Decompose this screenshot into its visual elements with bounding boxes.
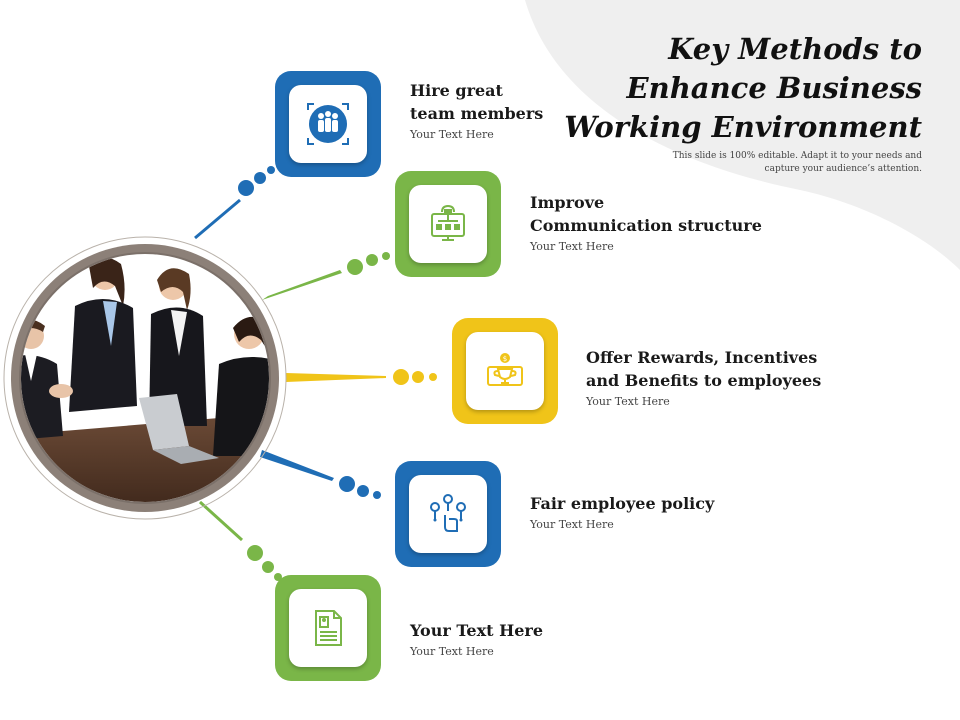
heading-line: team members <box>410 104 544 123</box>
item-4-subtext: Your Text Here <box>530 518 614 531</box>
subtitle-line: capture your audience’s attention. <box>764 164 922 174</box>
dots-2 <box>347 252 390 275</box>
heading-line: Offer Rewards, Incentives <box>586 348 818 367</box>
item-2-subtext: Your Text Here <box>530 240 614 253</box>
item-5-box <box>275 575 381 681</box>
team-icon <box>307 103 349 145</box>
photo-circle <box>3 236 287 520</box>
item-3-subtext: Your Text Here <box>586 395 670 408</box>
dots-4 <box>339 476 381 499</box>
dots-1 <box>238 166 275 196</box>
item-5-heading: Your Text Here <box>410 619 543 642</box>
svg-text:$: $ <box>503 355 507 363</box>
item-1-heading: Hire great team members <box>410 79 543 125</box>
gray-corner-shape <box>525 0 960 270</box>
connector-wedge <box>286 373 386 382</box>
connector-wedge <box>260 450 334 481</box>
connector-wedge <box>262 270 342 300</box>
title-line: Enhance Business <box>626 71 922 105</box>
heading-line: Fair employee policy <box>530 494 715 513</box>
item-1-box <box>275 71 381 177</box>
document-icon <box>315 610 342 646</box>
item-3-icon-card: $ <box>466 332 544 410</box>
connector-line <box>198 500 244 542</box>
dots-5 <box>247 545 282 581</box>
page-title: Key Methods to Enhance Business Working … <box>502 30 922 147</box>
trophy-icon: $ <box>487 353 523 386</box>
page-subtitle: This slide is 100% editable. Adapt it to… <box>622 150 922 176</box>
item-3-heading: Offer Rewards, Incentives and Benefits t… <box>586 346 821 392</box>
business-meeting-photo <box>3 236 287 520</box>
item-3-box: $ <box>452 318 558 424</box>
connector-line <box>194 198 241 240</box>
item-4-icon-card <box>409 475 487 553</box>
item-5-icon-card <box>289 589 367 667</box>
item-2-heading: Improve Communication structure <box>530 191 762 237</box>
network-icon <box>431 204 465 241</box>
item-4-heading: Fair employee policy <box>530 492 714 515</box>
subtitle-line: This slide is 100% editable. Adapt it to… <box>672 151 922 161</box>
title-line: Key Methods to <box>668 32 922 66</box>
title-line: Working Environment <box>564 110 922 144</box>
item-1-icon-card <box>289 85 367 163</box>
item-2-box <box>395 171 501 277</box>
heading-line: and Benefits to employees <box>586 371 822 390</box>
dots-3 <box>393 369 437 385</box>
item-4-box <box>395 461 501 567</box>
item-5-subtext: Your Text Here <box>410 645 494 658</box>
heading-line: Hire great <box>410 81 503 100</box>
item-1-subtext: Your Text Here <box>410 128 494 141</box>
heading-line: Improve <box>530 193 605 212</box>
heading-line: Your Text Here <box>410 621 543 640</box>
item-2-icon-card <box>409 185 487 263</box>
heading-line: Communication structure <box>530 216 762 235</box>
employee-network-icon <box>430 494 466 532</box>
